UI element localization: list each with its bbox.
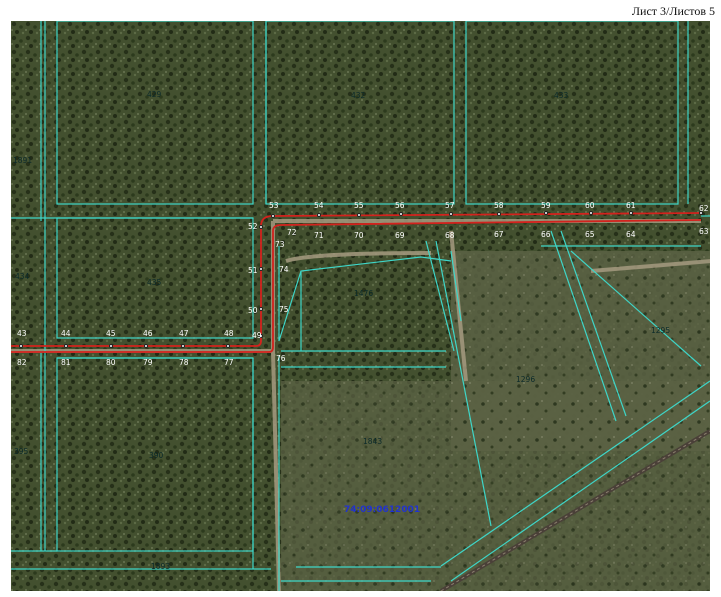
parcel-label-1296: 1296 [516, 375, 535, 384]
parcel-label-435: 435 [147, 278, 162, 287]
map-area[interactable]: 429 432 433 1891 434 435 1476 1295 1296 … [11, 21, 710, 591]
route-point-label: 78 [179, 358, 189, 367]
parcel-label-1295: 1295 [651, 326, 670, 335]
route-point-label: 60 [585, 201, 595, 210]
parcel-label-1891: 1891 [13, 156, 32, 165]
route-line [11, 212, 702, 353]
route-point-label: 64 [626, 230, 636, 239]
route-point-label: 76 [276, 354, 286, 363]
route-point-label: 68 [445, 231, 455, 240]
route-point-labels: 43 44 45 46 47 48 49 50 51 52 53 54 55 5… [17, 201, 709, 367]
route-point-label: 66 [541, 230, 551, 239]
route-point-label: 73 [275, 240, 285, 249]
route-point-label: 75 [279, 305, 289, 314]
route-point-label: 44 [61, 329, 71, 338]
route-point-label: 79 [143, 358, 153, 367]
route-point-label: 71 [314, 231, 324, 240]
route-point-label: 65 [585, 230, 595, 239]
route-point-label: 54 [314, 201, 324, 210]
route-point-label: 49 [252, 331, 262, 340]
route-point-label: 62 [699, 204, 709, 213]
route-point-label: 63 [699, 227, 709, 236]
parcel-label-1893: 1893 [151, 562, 170, 571]
route-point-label: 57 [445, 201, 455, 210]
route-point-label: 55 [354, 201, 364, 210]
railway [439, 429, 710, 591]
map-canvas[interactable]: 429 432 433 1891 434 435 1476 1295 1296 … [11, 21, 710, 591]
parcel-label-429: 429 [147, 90, 162, 99]
parcel-label-433: 433 [554, 91, 569, 100]
route-point-markers [19, 211, 703, 348]
parcel-boundaries [11, 21, 710, 591]
route-point-label: 56 [395, 201, 405, 210]
parcel-labels: 429 432 433 1891 434 435 1476 1295 1296 … [13, 90, 670, 571]
route-point-label: 46 [143, 329, 153, 338]
route-point-label: 45 [106, 329, 116, 338]
route-point-label: 50 [248, 306, 258, 315]
parcel-label-1476: 1476 [354, 289, 373, 298]
route-point-label: 51 [248, 266, 258, 275]
route-point-label: 53 [269, 201, 279, 210]
route-point-label: 70 [354, 231, 364, 240]
parcel-label-1843: 1843 [363, 437, 382, 446]
parcel-label-390: 390 [149, 451, 164, 460]
route-point-label: 43 [17, 329, 27, 338]
route-point-label: 69 [395, 231, 405, 240]
parcel-label-395: 395 [14, 447, 29, 456]
sheet-number: Лист 3/Листов 5 [631, 4, 715, 18]
route-point-label: 52 [248, 222, 258, 231]
route-point-label: 74 [279, 265, 289, 274]
route-point-label: 58 [494, 201, 504, 210]
route-point-label: 81 [61, 358, 71, 367]
route-point-label: 59 [541, 201, 551, 210]
route-point-label: 82 [17, 358, 27, 367]
route-point-label: 48 [224, 329, 234, 338]
parcel-label-432: 432 [351, 91, 366, 100]
route-point-label: 67 [494, 230, 504, 239]
route-point-label: 61 [626, 201, 636, 210]
parcel-label-434: 434 [15, 272, 30, 281]
route-point-label: 80 [106, 358, 116, 367]
cadastral-block-label: 74:09:0612001 [344, 505, 420, 515]
route-point-label: 47 [179, 329, 189, 338]
open-field-area-south [281, 381, 710, 591]
route-point-label: 77 [224, 358, 234, 367]
route-point-label: 72 [287, 228, 297, 237]
